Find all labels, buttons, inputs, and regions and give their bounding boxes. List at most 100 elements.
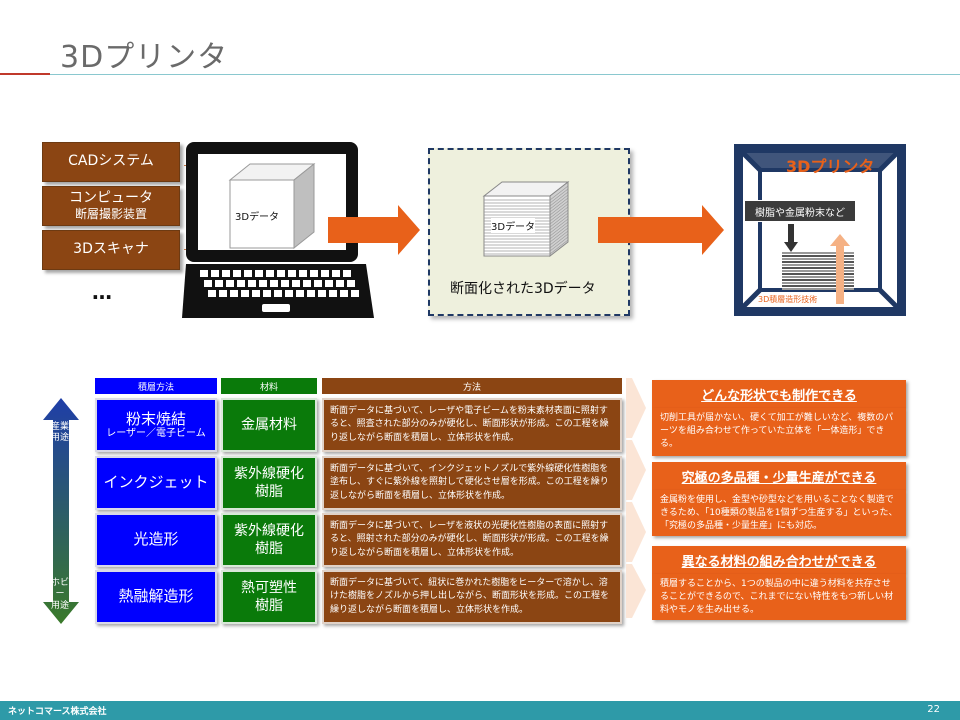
- keyboard-key: [200, 270, 208, 277]
- stack-layer: [782, 285, 854, 287]
- material-name: 紫外線硬化 樹脂: [234, 522, 304, 557]
- keyboard-key: [226, 280, 234, 287]
- printed-stack: [782, 252, 854, 290]
- stack-layer: [782, 252, 854, 254]
- keyboard-key: [222, 270, 230, 277]
- material-cell: 金属材料: [221, 398, 317, 452]
- source-label: CADシステム: [68, 153, 154, 170]
- stack-layer: [782, 276, 854, 278]
- keyboard-key: [204, 280, 212, 287]
- source-sublabel: 断層撮影装置: [74, 207, 147, 222]
- stack-layer: [782, 258, 854, 260]
- slice-line: [549, 233, 569, 249]
- usage-axis-arrow-icon: [43, 398, 79, 624]
- material-name: 紫外線硬化 樹脂: [234, 465, 304, 500]
- keyboard-key: [318, 290, 326, 297]
- footer-company: ネットコマース株式会社: [8, 707, 107, 717]
- keyboard-key: [340, 290, 348, 297]
- axis-top-label: 産業 用途: [50, 422, 69, 444]
- keyboard-key: [266, 270, 274, 277]
- title-divider: [50, 74, 960, 75]
- benefit-body: 金属粉を使用し、金型や砂型などを用いることなく製造できるため、「10種類の製品を…: [652, 490, 906, 536]
- slice-line: [549, 188, 569, 204]
- stack-layer: [782, 264, 854, 266]
- printer-material-label: 樹脂や金属粉末など: [744, 200, 856, 222]
- stack-layer: [782, 255, 854, 257]
- slice-line: [549, 239, 569, 255]
- description-text: 断面データに基づいて、レーザや電子ビームを粉末素材表面に照射すると、照査された部…: [330, 405, 609, 443]
- method-sub: レーザー／電子ビーム: [106, 427, 206, 439]
- benefit-body: 切削工具が届かない、硬くて加工が難しいなど、複数のパーツを組み合わせて作っていた…: [652, 408, 906, 456]
- keyboard-key: [296, 290, 304, 297]
- slice-line: [549, 215, 569, 231]
- source-3d-scanner: 3Dスキャナ: [42, 230, 180, 270]
- cube-icon: [228, 162, 316, 250]
- slice-line: [549, 200, 569, 216]
- keyboard-key: [237, 280, 245, 287]
- method-cell: 熱融解造形: [95, 570, 217, 624]
- stack-layer: [782, 270, 854, 272]
- printer-tech-label: 3D積層造形技術: [758, 295, 818, 304]
- keyboard-key: [259, 280, 267, 287]
- keyboard-key: [277, 270, 285, 277]
- industrial-use-label: 産業 用途: [50, 422, 70, 445]
- stack-layer: [782, 282, 854, 284]
- description-text: 断面データに基づいて、インクジェットノズルで紫外線硬化性樹脂を塗布し、すぐに紫外…: [330, 463, 609, 501]
- keyboard-key: [244, 270, 252, 277]
- keyboard-keys: [200, 270, 359, 297]
- keyboard-key: [274, 290, 282, 297]
- keyboard-key: [219, 290, 227, 297]
- flow-arrow-icon: [328, 205, 420, 255]
- keyboard-key: [230, 290, 238, 297]
- description-cell: 断面データに基づいて、レーザや電子ビームを粉末素材表面に照射すると、照査された部…: [322, 398, 622, 452]
- keyboard-key: [215, 280, 223, 287]
- keyboard-key: [241, 290, 249, 297]
- benefit-title: 究極の多品種・少量生産ができる: [652, 462, 906, 490]
- material-name: 金属材料: [241, 416, 297, 433]
- keyboard-key: [208, 290, 216, 297]
- description-cell: 断面データに基づいて、インクジェットノズルで紫外線硬化性樹脂を塗布し、すぐに紫外…: [322, 456, 622, 510]
- keyboard-key: [299, 270, 307, 277]
- slice-line: [549, 191, 569, 207]
- keyboard-key: [285, 290, 293, 297]
- method-cell: 粉末焼結 レーザー／電子ビーム: [95, 398, 217, 452]
- method-cell: インクジェット: [95, 456, 217, 510]
- keyboard-key: [321, 270, 329, 277]
- axis-bottom-label: ホビー 用途: [50, 578, 69, 611]
- keyboard-key: [255, 270, 263, 277]
- method-name: 熱融解造形: [118, 587, 194, 606]
- slice-line: [549, 227, 569, 243]
- slice-line: [549, 206, 569, 222]
- slice-line: [549, 236, 569, 252]
- keyboard-key: [307, 290, 315, 297]
- description-cell: 断面データに基づいて、紐状に巻かれた樹脂をヒーターで溶かし、溶けた樹脂をノズルか…: [322, 570, 622, 624]
- laptop-data-label: 3Dデータ: [235, 212, 280, 223]
- source-label: コンピュータ: [69, 189, 153, 206]
- slice-line: [549, 212, 569, 228]
- source-cad-system: CADシステム: [42, 142, 180, 182]
- keyboard-key: [325, 280, 333, 287]
- description-cell: 断面データに基づいて、レーザを液状の光硬化性樹脂の表面に照射すると、照射された部…: [322, 513, 622, 567]
- keyboard-key: [288, 270, 296, 277]
- keyboard-key: [292, 280, 300, 287]
- keyboard-key: [281, 280, 289, 287]
- stack-layer: [782, 288, 854, 290]
- keyboard-key: [263, 290, 271, 297]
- keyboard-key: [329, 290, 337, 297]
- keyboard-key: [248, 280, 256, 287]
- keyboard-key: [303, 280, 311, 287]
- slice-line: [549, 194, 569, 210]
- material-cell: 紫外線硬化 樹脂: [221, 513, 317, 567]
- slice-line: [549, 203, 569, 219]
- sliced-data-caption: 断面化された3Dデータ: [450, 281, 596, 297]
- source-label: 3Dスキャナ: [73, 241, 149, 258]
- slice-line: [549, 230, 569, 246]
- material-cell: 紫外線硬化 樹脂: [221, 456, 317, 510]
- chevron-right-icon: [626, 378, 646, 618]
- stack-layer: [782, 267, 854, 269]
- keyboard-key: [351, 290, 359, 297]
- material-name: 熱可塑性 樹脂: [241, 579, 297, 614]
- stack-layer: [782, 261, 854, 263]
- method-cell: 光造形: [95, 513, 217, 567]
- header-material: 材料: [221, 378, 317, 394]
